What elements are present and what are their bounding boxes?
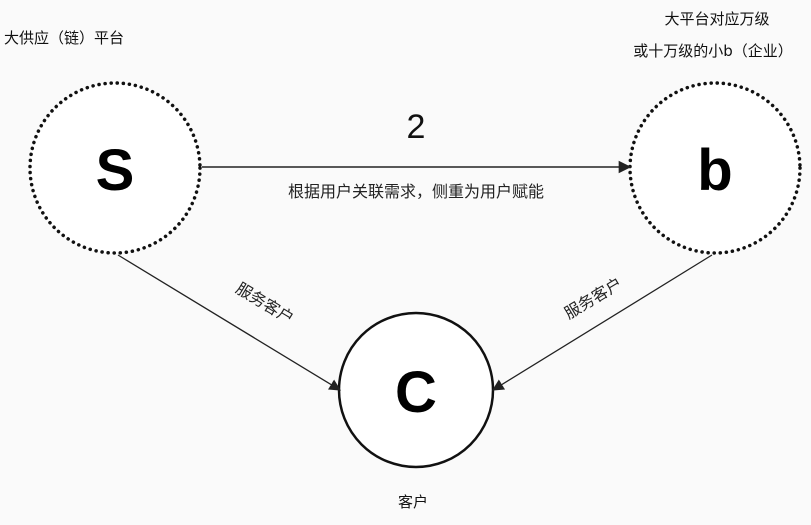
node-s-caption: 大供应（链）平台 bbox=[4, 29, 124, 47]
node-b-caption-line2: 或十万级的小b（企业） bbox=[633, 42, 793, 60]
edge-b-to-c-arrow bbox=[492, 254, 713, 391]
node-b-letter: b bbox=[697, 138, 732, 203]
edge-s-to-c-arrow bbox=[117, 254, 341, 391]
node-c: C bbox=[337, 311, 495, 469]
node-s: S bbox=[28, 81, 202, 255]
edge-s-to-b-step: 2 bbox=[407, 108, 426, 146]
node-b: b bbox=[628, 81, 802, 255]
edge-b-to-c: 服务客户 bbox=[492, 254, 713, 391]
edge-s-to-b-label: 根据用户关联需求，侧重为用户赋能 bbox=[288, 182, 544, 201]
node-c-letter: C bbox=[395, 360, 437, 425]
node-s-letter: S bbox=[96, 138, 135, 203]
edge-s-to-c: 服务客户 bbox=[117, 254, 341, 391]
node-c-caption: 客户 bbox=[398, 493, 428, 511]
node-b-caption-line1: 大平台对应万级 bbox=[664, 10, 769, 28]
edge-s-to-c-label: 服务客户 bbox=[233, 279, 298, 328]
edge-s-to-b: 2 根据用户关联需求，侧重为用户赋能 bbox=[202, 108, 632, 201]
edge-b-to-c-label: 服务客户 bbox=[561, 274, 626, 323]
node-s-circle bbox=[28, 81, 202, 255]
